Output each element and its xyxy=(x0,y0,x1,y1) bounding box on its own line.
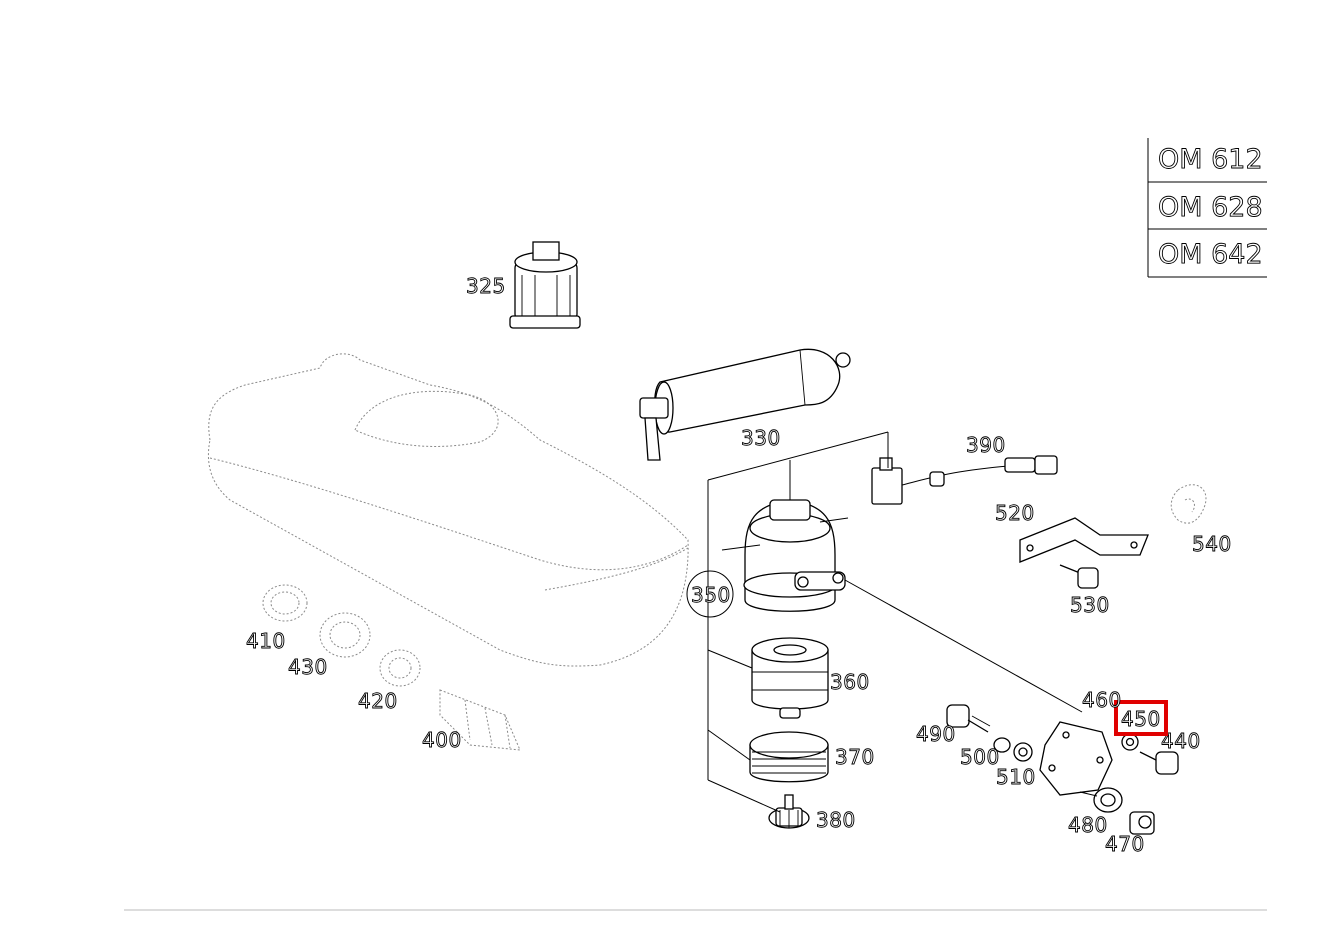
callouts: 325 330 350 360 370 380 390 400 410 420 … xyxy=(246,274,1232,857)
callout-480[interactable]: 480 xyxy=(1068,813,1108,838)
callout-380[interactable]: 380 xyxy=(816,808,856,833)
bolt-440[interactable] xyxy=(1139,751,1179,775)
grommet-480[interactable] xyxy=(1079,787,1123,813)
callout-370[interactable]: 370 xyxy=(835,745,875,770)
fuel-pump-module-325[interactable] xyxy=(509,241,581,329)
model-om612: OM 612 xyxy=(1158,144,1263,175)
hose-clamp-410[interactable] xyxy=(262,584,308,622)
callout-460[interactable]: 460 xyxy=(1082,688,1122,713)
callout-440[interactable]: 440 xyxy=(1161,729,1201,754)
nut-450[interactable] xyxy=(1121,733,1139,751)
callout-400[interactable]: 400 xyxy=(422,728,462,753)
clip-540[interactable] xyxy=(1170,484,1207,524)
filter-insert-360[interactable] xyxy=(751,637,829,719)
callout-540[interactable]: 540 xyxy=(1192,532,1232,557)
hose-400[interactable] xyxy=(439,689,521,751)
callout-325[interactable]: 325 xyxy=(466,274,506,299)
callout-500[interactable]: 500 xyxy=(960,745,1000,770)
callout-420[interactable]: 420 xyxy=(358,689,398,714)
highlight-box-450 xyxy=(1114,700,1168,736)
bracket-520[interactable] xyxy=(1019,517,1149,563)
fuel-tank-outline xyxy=(207,353,689,667)
callout-510[interactable]: 510 xyxy=(996,765,1036,790)
model-table: OM 612 OM 628 OM 642 xyxy=(1147,138,1267,278)
callout-330[interactable]: 330 xyxy=(741,426,781,451)
callout-350-ring xyxy=(686,570,734,618)
washer-500[interactable] xyxy=(993,737,1011,753)
filter-housing-350[interactable] xyxy=(721,499,849,612)
callout-390[interactable]: 390 xyxy=(966,433,1006,458)
model-om642: OM 642 xyxy=(1158,239,1263,270)
screw-530[interactable] xyxy=(1059,564,1099,589)
callout-530[interactable]: 530 xyxy=(1070,593,1110,618)
hose-clamp-430[interactable] xyxy=(319,612,371,658)
sleeve-420[interactable] xyxy=(379,649,421,687)
callout-410[interactable]: 410 xyxy=(246,629,286,654)
model-om628: OM 628 xyxy=(1158,192,1263,223)
callout-360[interactable]: 360 xyxy=(830,670,870,695)
fuel-filter-330[interactable] xyxy=(639,348,851,461)
spacer-470[interactable] xyxy=(1129,811,1155,835)
leader-lines xyxy=(707,431,1083,813)
water-sensor-390[interactable] xyxy=(871,455,1058,505)
callout-470[interactable]: 470 xyxy=(1105,832,1145,857)
mounting-plate-460[interactable] xyxy=(1039,721,1113,796)
callout-450[interactable]: 450 xyxy=(1121,707,1161,732)
filter-bowl-370[interactable] xyxy=(749,731,829,783)
callout-350[interactable]: 350 xyxy=(691,583,731,608)
callout-490[interactable]: 490 xyxy=(916,722,956,747)
washer-510[interactable] xyxy=(1013,742,1033,762)
callout-520[interactable]: 520 xyxy=(995,501,1035,526)
bolt-490[interactable] xyxy=(946,704,991,733)
callout-430[interactable]: 430 xyxy=(288,655,328,680)
drain-screw-380[interactable] xyxy=(768,794,810,829)
